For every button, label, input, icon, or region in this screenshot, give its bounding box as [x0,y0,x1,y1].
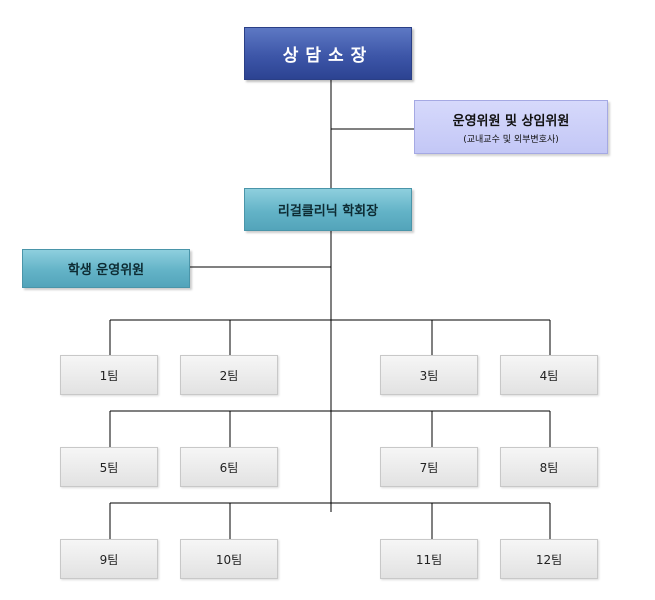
team-label: 7팀 [419,460,439,475]
team-label: 6팀 [219,460,239,475]
clinic-head-box: 리걸클리닉 학회장 [244,188,412,231]
team-label: 1팀 [99,368,119,383]
team-label: 8팀 [539,460,559,475]
committee-title: 운영위원 및 상임위원 [452,113,570,129]
director-box: 상담소장 [244,27,412,80]
team-label: 5팀 [99,460,119,475]
team-label: 11팀 [415,552,443,567]
team-label: 4팀 [539,368,559,383]
team-label: 9팀 [99,552,119,567]
team-box-3: 3팀 [380,355,478,395]
committee-box: 운영위원 및 상임위원 (교내교수 및 외부변호사) [414,100,608,154]
team-label: 2팀 [219,368,239,383]
committee-subtitle: (교내교수 및 외부변호사) [463,134,559,145]
team-label: 3팀 [419,368,439,383]
team-box-4: 4팀 [500,355,598,395]
clinic-head-label: 리걸클리닉 학회장 [277,204,379,219]
team-box-12: 12팀 [500,539,598,579]
student-committee-label: 학생 운영위원 [67,263,145,278]
student-committee-box: 학생 운영위원 [22,249,190,288]
team-box-2: 2팀 [180,355,278,395]
team-box-11: 11팀 [380,539,478,579]
team-box-9: 9팀 [60,539,158,579]
team-box-1: 1팀 [60,355,158,395]
team-label: 10팀 [215,552,243,567]
team-box-6: 6팀 [180,447,278,487]
team-box-10: 10팀 [180,539,278,579]
team-box-5: 5팀 [60,447,158,487]
team-label: 12팀 [535,552,563,567]
team-box-7: 7팀 [380,447,478,487]
team-box-8: 8팀 [500,447,598,487]
director-label: 상담소장 [282,46,374,66]
